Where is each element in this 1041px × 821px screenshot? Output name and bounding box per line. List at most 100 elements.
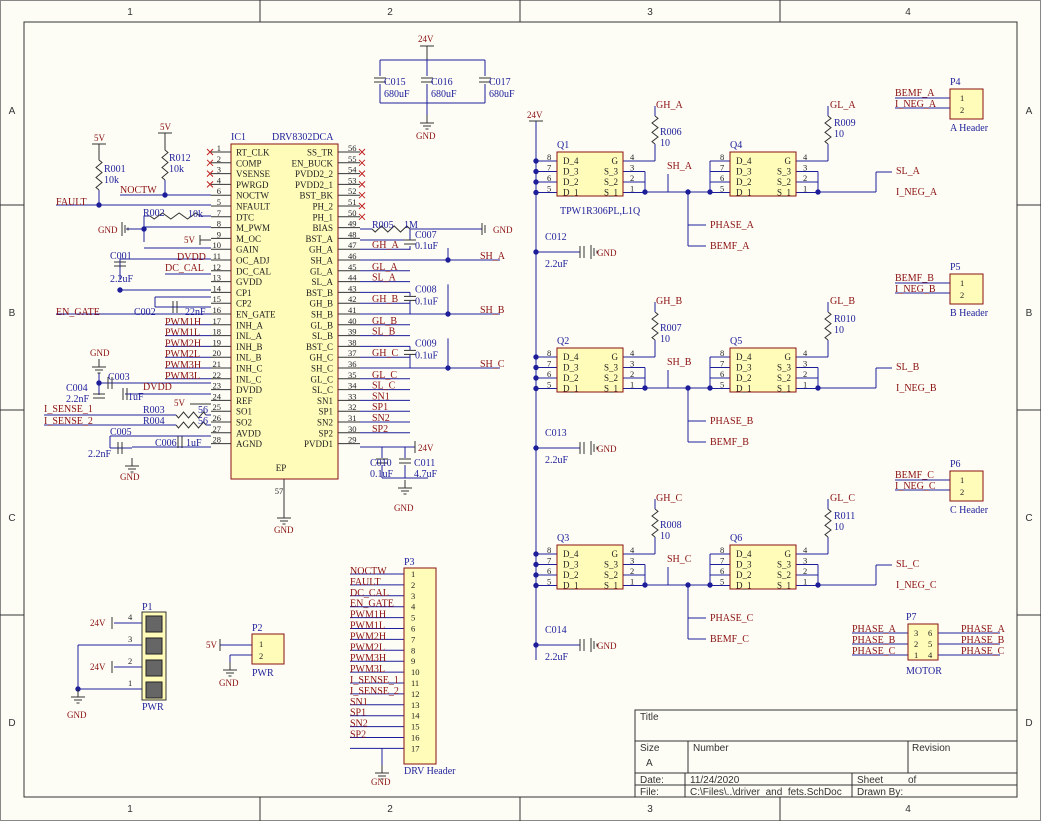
r009-val: 10 — [834, 129, 844, 140]
gnd-label-c003: GND — [90, 348, 110, 358]
q2-pin-left-1: D_3 — [563, 363, 579, 373]
q4-pin-left-2: D_2 — [736, 177, 752, 187]
power-24v-pvdd1: 24V — [418, 443, 434, 453]
q6-pin-right-3: S_1 — [777, 581, 791, 591]
power-24v-fets: 24V — [527, 110, 543, 120]
header-p5-name: B Header — [950, 308, 989, 319]
r010-ref: R010 — [834, 314, 856, 325]
ic1-pin-17-name: INH_A — [236, 320, 263, 330]
row-labels: A B C D A B C D — [8, 106, 1032, 729]
header-p4-ref: P4 — [950, 77, 961, 88]
ic1-pin-30-num: 30 — [348, 424, 357, 434]
q4-num-left-3: 5 — [720, 184, 724, 194]
gnd-label-c007: GND — [493, 225, 513, 235]
q5-pin-left-0: D_4 — [736, 352, 752, 362]
q2-num-right-0: 4 — [630, 348, 635, 358]
r005-ref: R005 — [372, 220, 394, 231]
sheet-label: Sheet — [857, 775, 883, 786]
q2-num-left-1: 7 — [547, 359, 551, 369]
net-i-sense-1-left: I_SENSE_1 — [44, 404, 93, 415]
net-gl-b-right: GL_B — [372, 316, 397, 327]
gnd-symbol — [121, 222, 129, 236]
row-label-left-c: C — [8, 513, 15, 524]
p3-pin-13: 13 — [411, 700, 420, 710]
q3-num-right-3: 1 — [630, 577, 634, 587]
ic1-pin-44-name: SL_A — [311, 277, 333, 287]
ic1-pin-52-name: BST_BK — [299, 191, 333, 201]
net-pwm-left-4: PWM3H — [165, 360, 201, 371]
ic1-pin-56-name: SS_TR — [307, 148, 333, 158]
gnd-symbol-p2 — [223, 662, 237, 677]
p3-pin-15: 15 — [411, 722, 420, 732]
ic1-pin-29-name: PVDD1 — [304, 439, 333, 449]
q5-pin-left-2: D_2 — [736, 373, 752, 383]
row-label-right-c: C — [1025, 513, 1032, 524]
q4-num-left-1: 7 — [720, 163, 724, 173]
header-p6-name: C Header — [950, 505, 989, 516]
ic1-pin-2-num: 2 — [217, 154, 221, 164]
header-p1-ref: P1 — [142, 602, 153, 613]
net-p3-14: SP1 — [350, 708, 366, 719]
ic1-pin-14-name: CP1 — [236, 288, 252, 298]
ic1-pin-44-num: 44 — [348, 273, 357, 283]
p7-lnum-0: 3 — [914, 628, 918, 638]
c013-val: 2.2uF — [545, 455, 569, 466]
net-p7-right-1: PHASE_B — [961, 635, 1005, 646]
net-sl-c-fet: SL_C — [896, 559, 920, 570]
net-phase-b-fet: PHASE_B — [710, 416, 754, 427]
header-p6-ref: P6 — [950, 459, 961, 470]
ic1-pin-12-name: DC_CAL — [236, 266, 271, 276]
ic1-pin-52-num: 52 — [348, 186, 357, 196]
net-p3-7: PWM2H — [350, 631, 386, 642]
ic1-pin-35-name: GL_C — [311, 374, 334, 384]
q3-num-left-0: 8 — [547, 545, 551, 555]
row-label-left-a: A — [9, 106, 16, 117]
net-sh-b-ic: SH_B — [480, 305, 505, 316]
header-p3-drv — [403, 567, 437, 765]
ic1-pin-51-num: 51 — [348, 197, 357, 207]
fet-q3-ref: Q3 — [557, 533, 569, 544]
q4-num-right-3: 1 — [803, 184, 807, 194]
q5-pin-right-1: S_3 — [777, 363, 792, 373]
q1-num-left-0: 8 — [547, 152, 551, 162]
file-value: C:\Files\..\driver_and_fets.SchDoc — [690, 787, 842, 798]
q3-num-left-1: 7 — [547, 556, 551, 566]
q4-pin-right-0: G — [785, 156, 792, 166]
q3-pin-right-3: S_1 — [604, 581, 618, 591]
q5-num-right-2: 2 — [803, 369, 807, 379]
net-noctw-left: NOCTW — [120, 185, 157, 196]
q5-pin-left-3: D_1 — [736, 384, 752, 394]
net-sh-b-fet: SH_B — [667, 357, 692, 368]
ic1-pin-15-name: CP2 — [236, 299, 252, 309]
ic1-pin-47-name: GH_A — [309, 245, 333, 255]
ic1-pin-27-name: AVDD — [236, 428, 261, 438]
power-5v-moc: 5V — [184, 235, 196, 245]
c010-val: 0.1uF — [370, 469, 394, 480]
gnd-label-dtc: GND — [98, 225, 118, 235]
ic1-pin-12-num: 12 — [213, 262, 222, 272]
ic1-pin-37-name: GH_C — [309, 353, 333, 363]
gnd-symbol — [590, 441, 598, 455]
ic1-pin-45-num: 45 — [348, 262, 357, 272]
net-fault-left: FAULT — [56, 197, 87, 208]
ic1-pin-13-num: 13 — [213, 273, 222, 283]
net-p7-left-1: PHASE_B — [852, 635, 896, 646]
col-label-top-1: 1 — [127, 7, 133, 18]
header-p2-ref: P2 — [252, 623, 263, 634]
ic1-pin-55-num: 55 — [348, 154, 357, 164]
r010-val: 10 — [834, 325, 844, 336]
ic1-pin-8-name: M_PWM — [236, 223, 270, 233]
q3-num-right-2: 2 — [630, 566, 634, 576]
c012-ref: C012 — [545, 232, 567, 243]
c014-ref: C014 — [545, 625, 567, 636]
phase-a-bridge — [556, 151, 797, 197]
gnd-symbol-c005 — [125, 458, 139, 473]
net-sl-b-right: SL_B — [372, 327, 396, 338]
net-p3-3: DC_CAL — [350, 588, 389, 599]
q4-pin-right-3: S_1 — [777, 188, 791, 198]
net-sl-a-fet: SL_A — [896, 166, 921, 177]
header-p4: 12 — [949, 88, 984, 120]
gnd-label-p1: GND — [67, 710, 87, 720]
